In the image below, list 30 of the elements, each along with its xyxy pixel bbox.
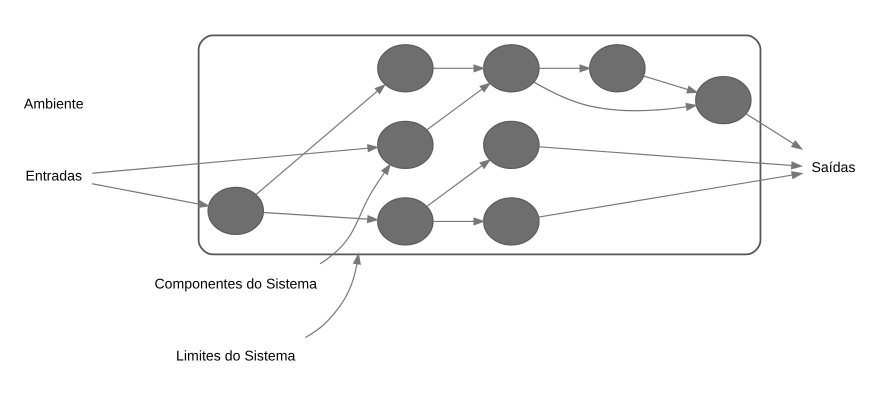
arrow [432, 64, 485, 72]
node-circle [482, 196, 540, 246]
arrow [432, 216, 485, 226]
arrow [92, 144, 379, 174]
arrow [538, 170, 803, 218]
node-circle [482, 120, 540, 169]
node-circle [376, 120, 434, 169]
label: Ambiente [23, 94, 84, 111]
arrow [92, 182, 210, 208]
arrow [642, 74, 698, 93]
node-text: Componentes do Sistema [154, 275, 316, 292]
node-circle [376, 196, 434, 246]
arrow [426, 82, 491, 130]
arrow [746, 112, 803, 150]
arrow [262, 211, 379, 223]
node-text: Saídas [810, 158, 855, 175]
node-text: Limites do Sistema [176, 347, 295, 364]
arrow [304, 252, 360, 338]
node-circle [694, 75, 752, 124]
arrow [538, 64, 591, 72]
arrow [533, 81, 698, 111]
node-circle [206, 186, 264, 234]
node-circle [588, 44, 646, 92]
node-text: Entradas [24, 166, 82, 183]
arrow [319, 162, 391, 264]
node-circle [482, 44, 540, 92]
node-circle [376, 44, 434, 92]
arrow [538, 146, 803, 170]
arrow [255, 83, 386, 194]
arrow [426, 158, 491, 206]
